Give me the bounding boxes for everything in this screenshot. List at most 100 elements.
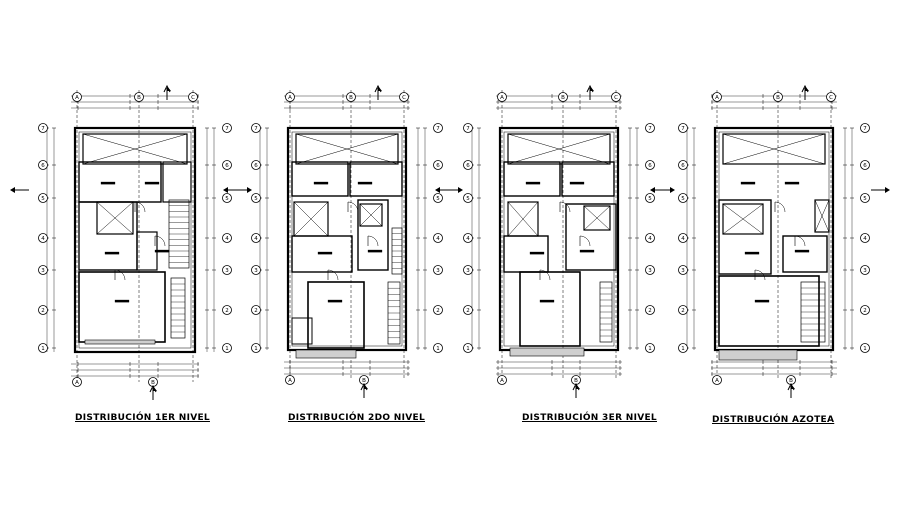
svg-text:A: A (288, 378, 292, 384)
svg-text:1: 1 (681, 346, 685, 352)
grid-bubble-right-7: 7 (222, 123, 232, 133)
svg-text:2: 2 (41, 308, 45, 314)
svg-text:3: 3 (648, 268, 652, 274)
grid-bubble-right-4: 4 (645, 233, 655, 243)
section-arrow-bottom (787, 382, 795, 398)
svg-text:4: 4 (254, 236, 258, 242)
svg-text:4: 4 (648, 236, 652, 242)
grid-bubble-right-7: 7 (433, 123, 443, 133)
grid-bubble-left-5: 5 (678, 193, 688, 203)
svg-text:A: A (500, 378, 504, 384)
svg-text:1: 1 (436, 346, 440, 352)
svg-text:3: 3 (466, 268, 470, 274)
svg-text:6: 6 (648, 163, 652, 169)
svg-text:2: 2 (863, 308, 867, 314)
grid-bubble-right-4: 4 (860, 233, 870, 243)
grid-bubble-left-7: 7 (251, 123, 261, 133)
svg-text:5: 5 (863, 196, 867, 202)
svg-text:A: A (715, 378, 719, 384)
plan-title-level-1: DISTRIBUCIÓN 1ER NIVEL (75, 413, 210, 423)
svg-text:7: 7 (466, 126, 470, 132)
grid-bubble-left-6: 6 (678, 160, 688, 170)
svg-text:3: 3 (863, 268, 867, 274)
grid-bubble-left-1: 1 (463, 343, 473, 353)
section-arrow-left (650, 187, 669, 193)
grid-bubble-right-2: 2 (222, 305, 232, 315)
grid-bubble-left-6: 6 (251, 160, 261, 170)
svg-text:1: 1 (648, 346, 652, 352)
grid-bubble-right-6: 6 (645, 160, 655, 170)
grid-bubble-right-7: 7 (645, 123, 655, 133)
svg-text:6: 6 (681, 163, 685, 169)
svg-text:A: A (75, 95, 79, 101)
svg-text:B: B (362, 378, 366, 384)
svg-text:5: 5 (648, 196, 652, 202)
grid-bubble-left-2: 2 (38, 305, 48, 315)
svg-text:1: 1 (863, 346, 867, 352)
grid-bubble-top-C: C (826, 92, 836, 102)
grid-bubble-left-5: 5 (251, 193, 261, 203)
grid-bubble-left-6: 6 (463, 160, 473, 170)
svg-text:B: B (776, 95, 780, 101)
svg-text:B: B (137, 95, 141, 101)
section-arrow-left (223, 187, 242, 193)
section-arrow-bottom (149, 384, 157, 400)
grid-bubble-right-1: 1 (433, 343, 443, 353)
section-arrow-left (10, 187, 29, 193)
section-arrow-right (871, 187, 890, 193)
plan-title-level-3: DISTRIBUCIÓN 3ER NIVEL (522, 413, 657, 423)
grid-bubble-right-1: 1 (222, 343, 232, 353)
grid-bubble-right-2: 2 (860, 305, 870, 315)
svg-text:1: 1 (41, 346, 45, 352)
section-arrow-bottom (360, 382, 368, 398)
plan-title-level-2: DISTRIBUCIÓN 2DO NIVEL (288, 413, 426, 423)
svg-text:7: 7 (225, 126, 229, 132)
svg-text:4: 4 (225, 236, 229, 242)
grid-bubble-top-C: C (611, 92, 621, 102)
svg-text:1: 1 (466, 346, 470, 352)
svg-text:6: 6 (863, 163, 867, 169)
svg-text:B: B (574, 378, 578, 384)
svg-text:2: 2 (648, 308, 652, 314)
grid-bubble-bottom-A: A (497, 375, 507, 385)
svg-text:6: 6 (436, 163, 440, 169)
svg-text:3: 3 (436, 268, 440, 274)
grid-bubble-left-5: 5 (38, 193, 48, 203)
grid-bubble-left-2: 2 (251, 305, 261, 315)
svg-text:2: 2 (436, 308, 440, 314)
grid-bubble-left-7: 7 (463, 123, 473, 133)
svg-text:2: 2 (254, 308, 258, 314)
svg-text:C: C (614, 95, 618, 101)
grid-bubble-right-3: 3 (222, 265, 232, 275)
svg-text:B: B (349, 95, 353, 101)
svg-text:5: 5 (225, 196, 229, 202)
grid-bubble-right-4: 4 (433, 233, 443, 243)
svg-text:6: 6 (254, 163, 258, 169)
grid-bubble-bottom-A: A (712, 375, 722, 385)
svg-text:1: 1 (254, 346, 258, 352)
grid-bubble-top-B: B (773, 92, 783, 102)
grid-bubble-left-5: 5 (463, 193, 473, 203)
svg-text:7: 7 (41, 126, 45, 132)
svg-text:4: 4 (41, 236, 45, 242)
svg-text:2: 2 (681, 308, 685, 314)
grid-bubble-left-2: 2 (463, 305, 473, 315)
svg-text:C: C (829, 95, 833, 101)
grid-bubble-bottom-A: A (285, 375, 295, 385)
section-arrow-top (801, 84, 809, 100)
grid-bubble-top-A: A (712, 92, 722, 102)
grid-bubble-left-4: 4 (463, 233, 473, 243)
grid-bubble-right-3: 3 (645, 265, 655, 275)
grid-bubble-right-6: 6 (433, 160, 443, 170)
grid-bubble-right-2: 2 (433, 305, 443, 315)
svg-text:B: B (789, 378, 793, 384)
grid-bubble-right-3: 3 (860, 265, 870, 275)
svg-text:5: 5 (254, 196, 258, 202)
svg-text:3: 3 (225, 268, 229, 274)
grid-bubble-left-3: 3 (38, 265, 48, 275)
